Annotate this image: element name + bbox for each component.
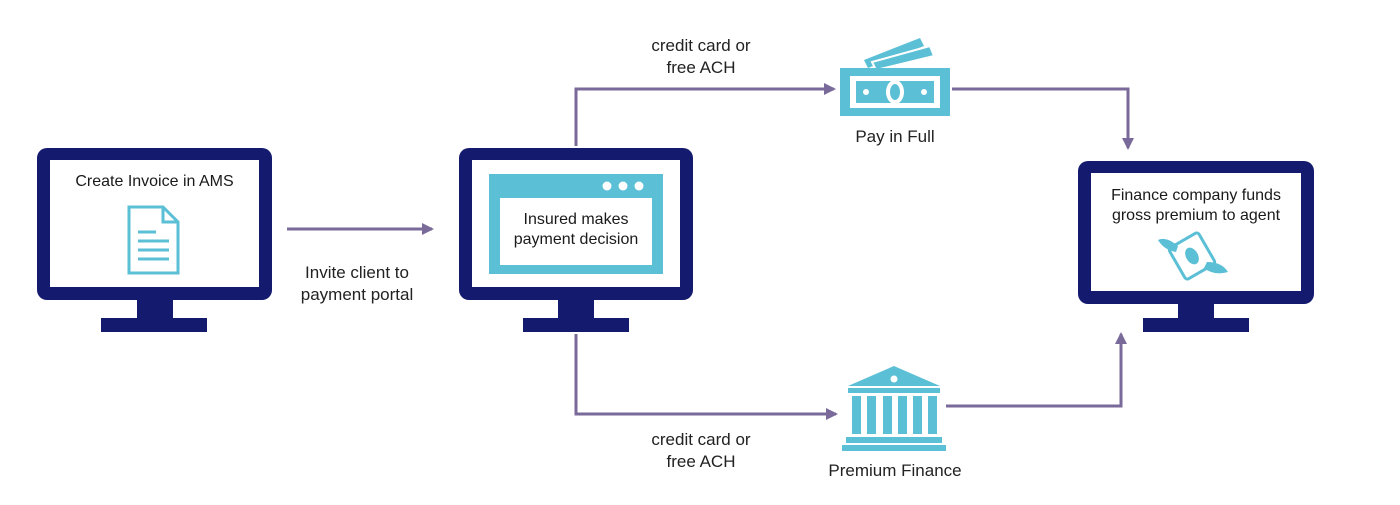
edge-label-top: credit card or free ACH xyxy=(626,35,776,79)
edge-label-bottom-line1: credit card or xyxy=(651,430,751,449)
monitor-center-text: Insured makes payment decision xyxy=(500,210,652,250)
edge-label-invite: Invite client to payment portal xyxy=(282,262,432,306)
edge-label-invite-line1: Invite client to xyxy=(305,263,409,282)
edge-label-top-line1: credit card or xyxy=(651,36,751,55)
edge-label-invite-line2: payment portal xyxy=(300,285,414,304)
monitor-right-line2: gross premium to agent xyxy=(1111,207,1281,224)
bank-icon xyxy=(842,366,946,451)
edge-label-bottom-line2: free ACH xyxy=(666,452,736,471)
arrow-to-pay-full xyxy=(574,83,836,146)
cash-icon xyxy=(840,38,950,116)
browser-window-icon xyxy=(489,174,663,274)
arrow-to-premium xyxy=(574,334,838,420)
monitor-left-text: Create Invoice in AMS xyxy=(75,173,234,190)
monitor-center-line1: Insured makes xyxy=(523,211,629,228)
arrows xyxy=(287,83,1134,420)
arrow-pay-full-to-right xyxy=(952,87,1134,150)
arrow-premium-to-right xyxy=(946,332,1127,408)
monitor-right-text: Finance company funds gross premium to a… xyxy=(1091,186,1301,226)
pay-in-full-label: Pay in Full xyxy=(855,127,935,146)
premium-finance-label: Premium Finance xyxy=(828,461,962,480)
flying-money-icon xyxy=(1158,231,1228,281)
document-icon xyxy=(127,205,180,275)
monitor-right-line1: Finance company funds xyxy=(1111,187,1281,204)
monitor-center-line2: payment decision xyxy=(513,231,639,248)
edge-label-top-line2: free ACH xyxy=(666,58,736,77)
edge-label-bottom: credit card or free ACH xyxy=(626,429,776,473)
